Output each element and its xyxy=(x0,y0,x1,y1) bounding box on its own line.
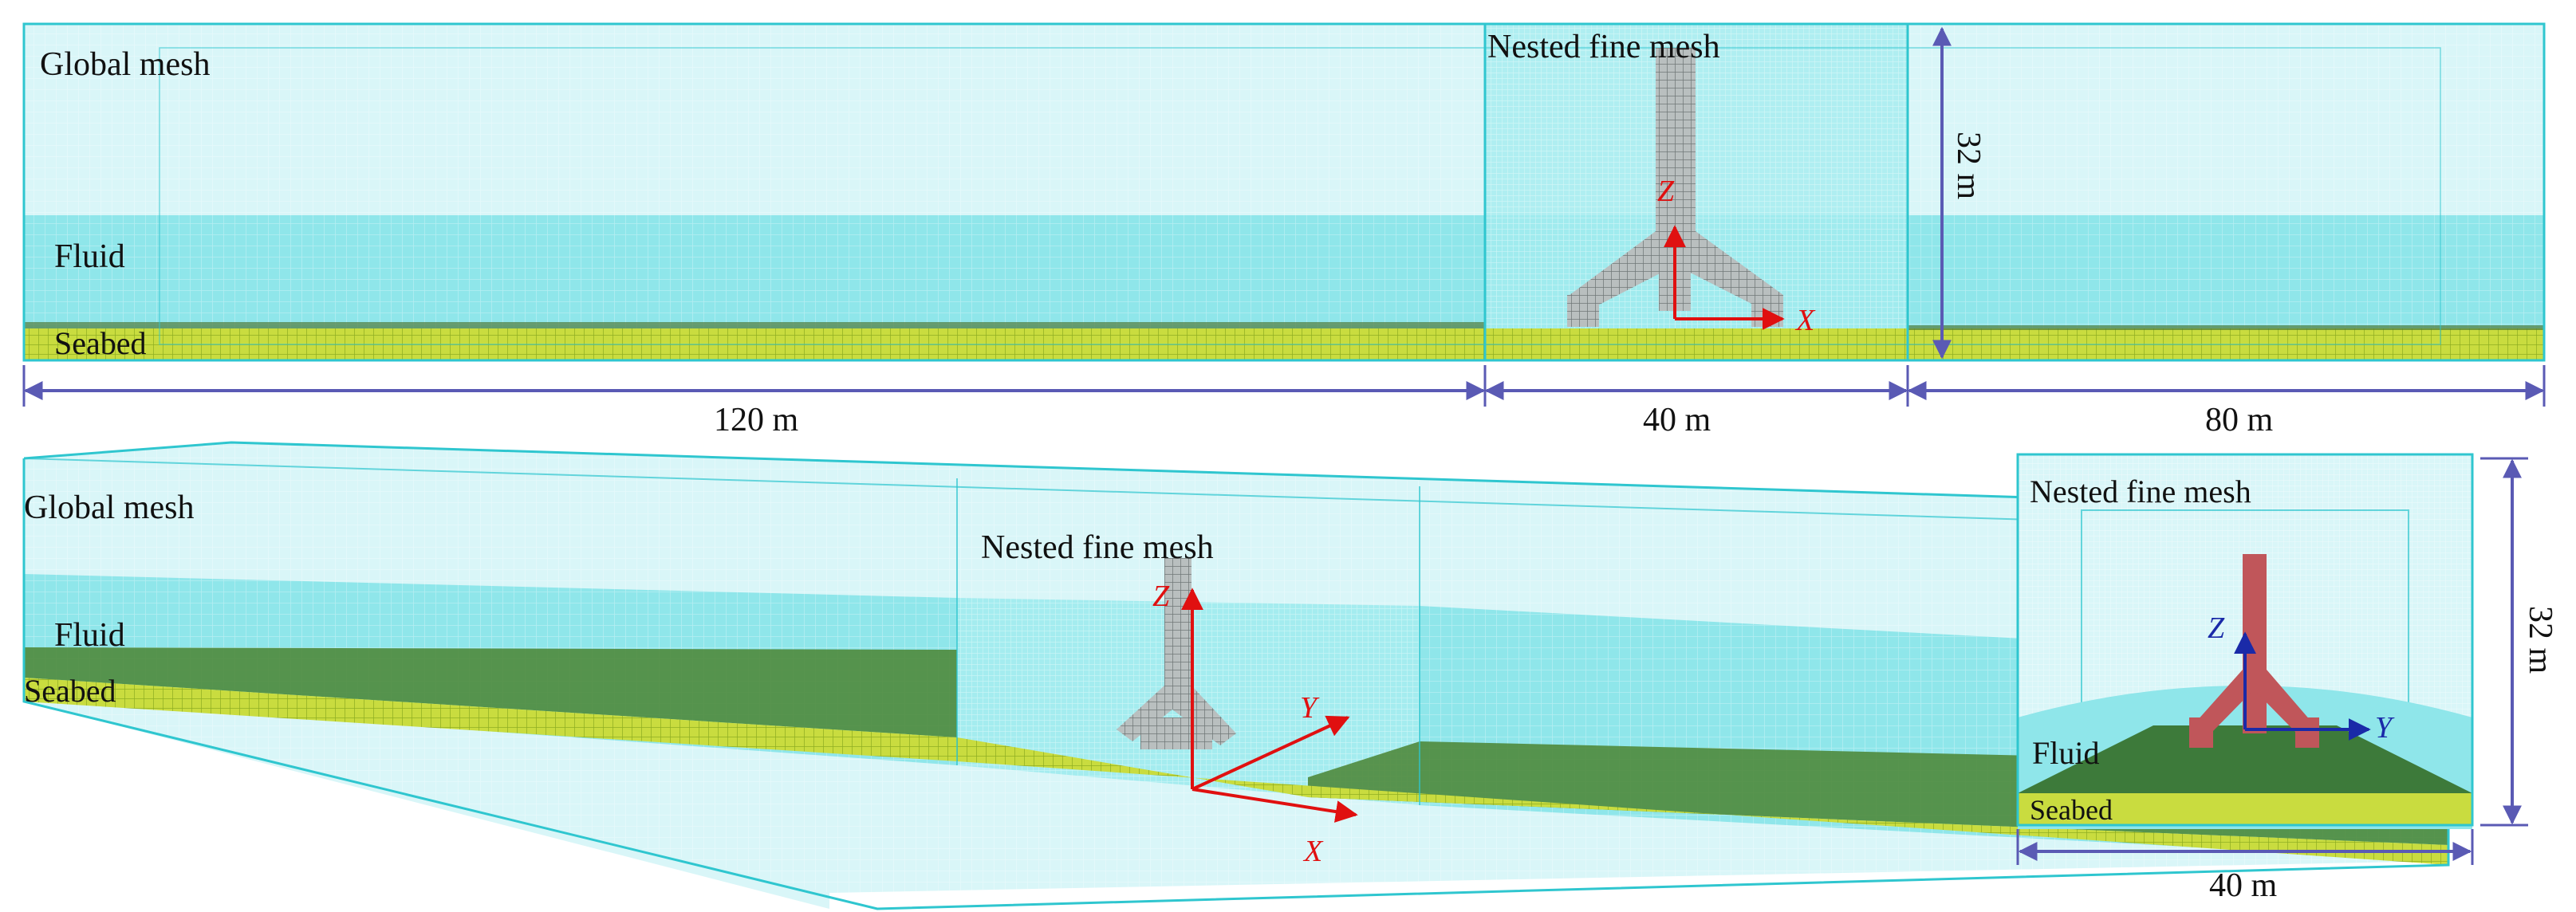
top-fluid-label: Fluid xyxy=(54,238,125,275)
iso-seabed-label: Seabed xyxy=(24,673,116,709)
iso-axis-x-arrow xyxy=(1191,788,1358,823)
top-dim-80-label: 80 m xyxy=(2205,402,2274,438)
iso-axis-x-label: X xyxy=(1302,835,1324,868)
iso-structure xyxy=(1117,558,1236,749)
top-seabed-label: Seabed xyxy=(54,325,147,361)
side-nested-mesh-label: Nested fine mesh xyxy=(2030,474,2251,509)
side-height-label: 32 m xyxy=(2522,606,2558,674)
top-global-mesh-label: Global mesh xyxy=(40,46,210,83)
iso-fluid-label: Fluid xyxy=(54,617,125,654)
iso-axis-z-label: Z xyxy=(1152,580,1170,613)
side-width-label: 40 m xyxy=(2209,867,2278,904)
iso-axis-y-arrow xyxy=(1191,715,1350,791)
top-axis-x-label: X xyxy=(1794,304,1816,337)
side-axis-y-label: Y xyxy=(2375,711,2395,745)
side-panel: Z Y Nested fine mesh Fluid Seabed 32 m 4… xyxy=(2016,453,2558,904)
iso-seabed-top xyxy=(24,647,957,737)
top-nested-mesh-label: Nested fine mesh xyxy=(1487,29,1720,65)
side-axis-z-label: Z xyxy=(2208,611,2225,645)
iso-seabed-front xyxy=(24,678,2448,865)
iso-global-mesh-label: Global mesh xyxy=(24,489,194,526)
top-dim-40-label: 40 m xyxy=(1643,402,1711,438)
iso-axis-y-label: Y xyxy=(1300,691,1320,725)
top-dim-120-label: 120 m xyxy=(714,402,799,438)
side-seabed-label: Seabed xyxy=(2030,794,2113,826)
top-axis-z-label: Z xyxy=(1657,175,1675,208)
side-fluid-label: Fluid xyxy=(2032,735,2099,771)
side-seabed-front xyxy=(2018,793,2472,825)
iso-nested-mesh-label: Nested fine mesh xyxy=(981,529,1214,566)
iso-panel: Z Y X Global mesh Nested fine mesh Fluid… xyxy=(22,441,2450,910)
top-height-label: 32 m xyxy=(1950,132,1987,200)
side-seabed-top xyxy=(2018,725,2472,793)
top-panel: Z X Global mesh Nested fine mesh Fluid S… xyxy=(22,22,2546,438)
